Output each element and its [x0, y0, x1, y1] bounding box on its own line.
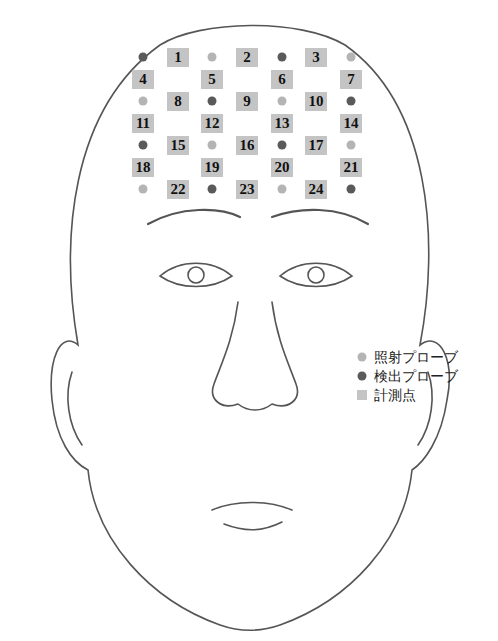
left-ear-inner: [68, 372, 82, 445]
measurement-point: 15: [167, 136, 189, 155]
legend-swatch: [356, 351, 368, 363]
measurement-point: 16: [236, 136, 258, 155]
detection-probe: [208, 185, 217, 194]
legend-swatch: [356, 370, 368, 382]
detection-probe: [347, 97, 356, 106]
measurement-point: 17: [305, 136, 327, 155]
irradiation-probe: [139, 185, 148, 194]
point-number: 1: [174, 50, 182, 65]
measurement-point: 13: [271, 114, 293, 133]
detection-probe: [278, 141, 287, 150]
irradiation-probe: [347, 53, 356, 62]
measurement-point: 19: [201, 158, 223, 177]
measurement-point: 21: [340, 158, 362, 177]
left-eyebrow: [148, 210, 240, 224]
measurement-point: 5: [201, 70, 223, 89]
legend-text: 計測点: [374, 388, 416, 402]
irradiation-probe: [139, 97, 148, 106]
right-eyebrow: [272, 210, 368, 224]
point-number: 7: [347, 72, 355, 87]
measurement-point: 9: [236, 92, 258, 111]
measurement-point: 10: [305, 92, 327, 111]
point-number: 23: [240, 182, 255, 197]
right-iris: [308, 267, 324, 283]
point-number: 17: [309, 138, 324, 153]
point-number: 15: [171, 138, 186, 153]
point-number: 18: [136, 160, 151, 175]
point-number: 24: [309, 182, 324, 197]
legend-swatch: [356, 389, 368, 401]
point-number: 22: [171, 182, 186, 197]
legend-text: 照射プローブ: [374, 350, 458, 364]
point-number: 5: [208, 72, 216, 87]
measurement-point: 11: [132, 114, 154, 133]
detection-probe: [139, 141, 148, 150]
point-number: 13: [275, 116, 290, 131]
measurement-point: 20: [271, 158, 293, 177]
point-number: 12: [205, 116, 220, 131]
detection-probe: [347, 185, 356, 194]
measurement-point: 6: [271, 70, 293, 89]
measurement-point: 4: [132, 70, 154, 89]
measurement-point: 14: [340, 114, 362, 133]
point-number: 21: [344, 160, 359, 175]
measurement-point: 7: [340, 70, 362, 89]
measurement-point: 24: [305, 180, 327, 199]
point-number: 3: [312, 50, 320, 65]
probe-dots: [139, 53, 356, 194]
mouth: [212, 503, 292, 530]
irradiation-probe: [208, 141, 217, 150]
irradiation-probe: [347, 141, 356, 150]
measurement-point: 1: [167, 48, 189, 67]
head-outline: [51, 25, 449, 630]
detection-probe: [208, 97, 217, 106]
left-iris: [188, 267, 204, 283]
right-eye: [280, 263, 352, 286]
irradiation-probe: [208, 53, 217, 62]
point-number: 2: [243, 50, 251, 65]
measurement-point: 2: [236, 48, 258, 67]
measurement-point: 22: [167, 180, 189, 199]
measurement-point: 8: [167, 92, 189, 111]
point-number: 9: [243, 94, 251, 109]
measurement-point: 23: [236, 180, 258, 199]
point-number: 16: [240, 138, 255, 153]
measurement-point: 12: [201, 114, 223, 133]
measurement-point: 3: [305, 48, 327, 67]
detection-probe: [278, 53, 287, 62]
point-number: 14: [344, 116, 359, 131]
point-number: 4: [139, 72, 147, 87]
point-number: 6: [278, 72, 286, 87]
point-number: 8: [174, 94, 182, 109]
irradiation-probe: [278, 97, 287, 106]
nose: [213, 302, 298, 410]
legend-text: 検出プローブ: [374, 369, 458, 383]
detection-probe: [139, 53, 148, 62]
point-number: 19: [205, 160, 220, 175]
left-eye: [160, 263, 232, 286]
point-number: 10: [309, 94, 324, 109]
point-number: 20: [275, 160, 290, 175]
measurement-point: 18: [132, 158, 154, 177]
point-number: 11: [136, 116, 150, 131]
irradiation-probe: [278, 185, 287, 194]
